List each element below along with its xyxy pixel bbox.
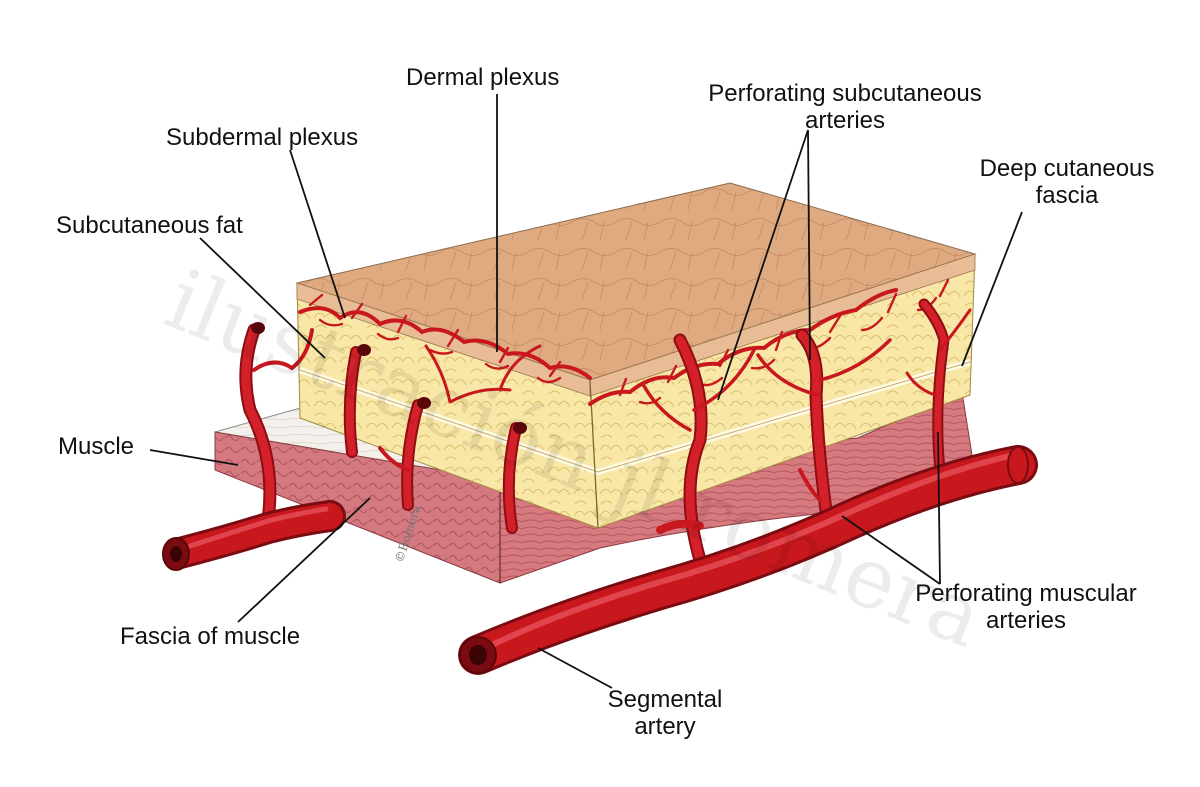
label-segmental-artery-line1: Segmental — [607, 686, 723, 713]
label-muscle: Muscle — [58, 433, 135, 460]
label-segmental-artery-line2: artery — [634, 713, 696, 740]
label-deep-cutaneous-fascia-line2: fascia — [1035, 182, 1099, 209]
label-perforating-subcutaneous-line1: Perforating subcutaneous — [708, 80, 982, 107]
label-deep-cutaneous-fascia: Deep cutaneous fascia — [960, 155, 1174, 209]
label-fascia-of-muscle: Fascia of muscle — [120, 623, 301, 650]
label-subcutaneous-fat: Subcutaneous fat — [56, 212, 243, 239]
label-subdermal-plexus: Subdermal plexus — [166, 124, 359, 151]
label-perforating-muscular-line2: arteries — [985, 607, 1067, 634]
perforating-arteries — [239, 298, 972, 567]
label-perforating-muscular: Perforating muscular arteries — [890, 580, 1162, 634]
leader-lines — [149, 94, 1023, 689]
subdermal-plexus — [298, 278, 950, 406]
label-perforating-subcutaneous-line2: arteries — [804, 107, 886, 134]
label-perforating-muscular-line1: Perforating muscular — [915, 580, 1137, 607]
segmental-artery-lower — [458, 445, 1038, 675]
segmental-artery-upper — [164, 500, 346, 569]
label-perforating-subcutaneous: Perforating subcutaneous arteries — [680, 80, 1010, 134]
label-deep-cutaneous-fascia-line1: Deep cutaneous — [979, 155, 1155, 182]
label-dermal-plexus: Dermal plexus — [406, 64, 560, 91]
label-segmental-artery: Segmental artery — [590, 686, 740, 740]
